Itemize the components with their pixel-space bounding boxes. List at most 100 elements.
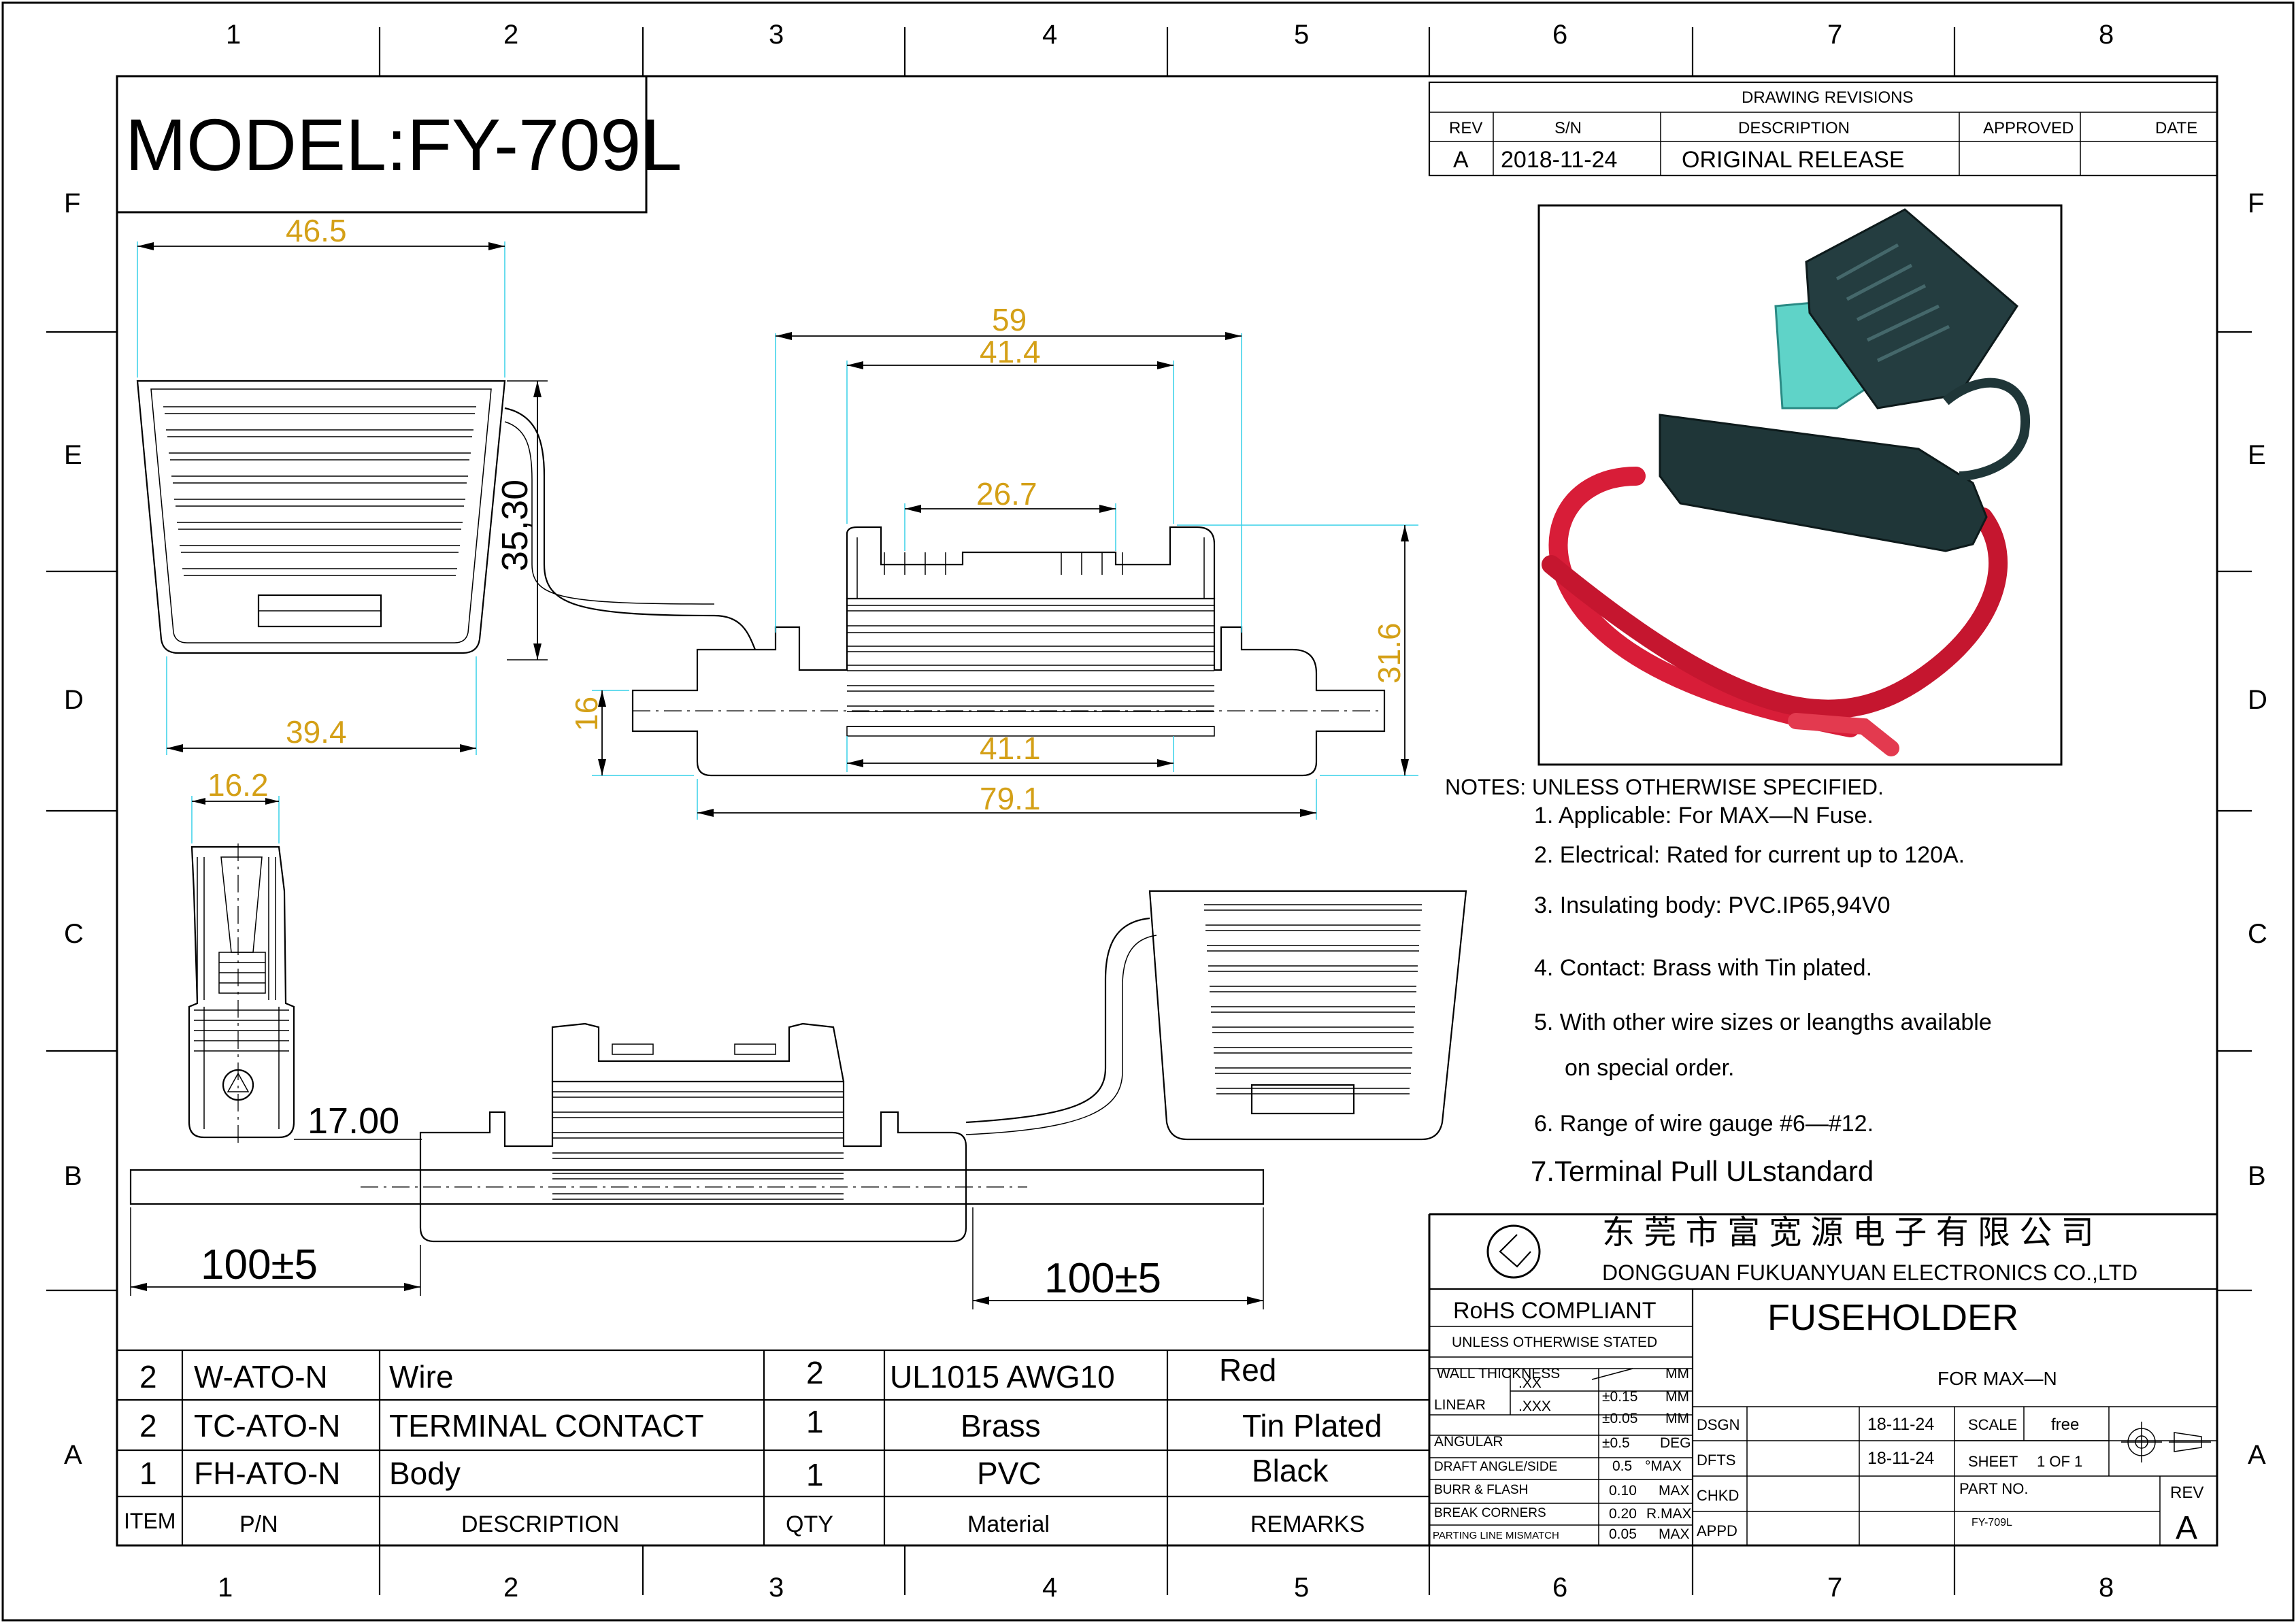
dsgn-label: DSGN (1697, 1416, 1740, 1433)
zone-col-5-top: 5 (1294, 20, 1309, 50)
sheet-value: 1 OF 1 (2037, 1453, 2082, 1470)
revision-heading: DRAWING REVISIONS (1742, 88, 1913, 107)
zone-col-4-bottom: 4 (1042, 1573, 1057, 1603)
burr-unit: MAX (1659, 1483, 1690, 1499)
parting-unit: MAX (1659, 1526, 1690, 1542)
tol-xxx-unit: MM (1665, 1411, 1689, 1426)
bom-row3-pn: FH-ATO-N (194, 1456, 341, 1491)
tol-angular-unit: DEG (1660, 1435, 1691, 1451)
sheet-label: SHEET (1968, 1453, 2018, 1470)
dim-wire-left: 100±5 (201, 1241, 318, 1288)
zone-col-5-bottom: 5 (1294, 1573, 1309, 1603)
rohs-label: RoHS COMPLIANT (1453, 1298, 1657, 1324)
bom-row1-pn: W-ATO-N (194, 1359, 328, 1394)
model-title: MODEL:FY-709L (125, 103, 682, 186)
note-6: 6. Range of wire gauge #6—#12. (1534, 1111, 1874, 1137)
bom-row3-item: 1 (139, 1456, 157, 1491)
zone-column-labels: 1 2 3 4 5 6 7 8 1 2 3 4 5 6 7 8 (218, 20, 2114, 1603)
scale-label: SCALE (1968, 1416, 2017, 1433)
note-4: 4. Contact: Brass with Tin plated. (1534, 955, 1872, 981)
bom-table: 2 W-ATO-N Wire 2 UL1015 AWG10 Red 2 TC-A… (117, 1349, 1429, 1545)
zone-row-b-left: B (64, 1161, 82, 1191)
bom-header-description: DESCRIPTION (461, 1511, 619, 1537)
zone-row-labels: F E D C B A F E D C B A (64, 188, 2267, 1470)
rev-row-description: ORIGINAL RELEASE (1682, 147, 1905, 173)
draft-label: DRAFT ANGLE/SIDE (1434, 1460, 1557, 1474)
bom-header-item: ITEM (124, 1509, 176, 1533)
cover-front-view (136, 380, 756, 654)
break-label: BREAK CORNERS (1434, 1506, 1546, 1520)
zone-col-6-top: 6 (1552, 20, 1567, 50)
rev-row-sn: 2018-11-24 (1501, 147, 1617, 173)
holder-body-photo (1659, 414, 1988, 552)
dim-bottom-width: 39.4 (286, 714, 347, 750)
bom-row2-pn: TC-ATO-N (194, 1408, 341, 1443)
note-2: 2. Electrical: Rated for current up to 1… (1534, 842, 1965, 868)
bom-row1-remarks: Red (1219, 1352, 1276, 1388)
tol-xx-unit: MM (1665, 1389, 1689, 1405)
dim-overall-length: 79.1 (980, 781, 1041, 816)
zone-col-2-bottom: 2 (503, 1573, 518, 1603)
rev-header-approved: APPROVED (1983, 119, 2074, 137)
bom-header-pn: P/N (239, 1511, 278, 1537)
part-no-value: FY-709L (1971, 1517, 2012, 1528)
zone-row-e-right: E (2248, 440, 2266, 470)
dfts-date: 18-11-24 (1867, 1449, 1934, 1468)
parting-value: 0.05 (1609, 1526, 1637, 1542)
body-dimensions: 59 41.4 26.7 31.6 16 41.1 79.1 (569, 302, 1418, 820)
dim-inner-top: 41.4 (980, 334, 1041, 369)
linear-xx: .XX (1518, 1375, 1542, 1391)
rev-header-description: DESCRIPTION (1738, 119, 1850, 137)
parting-label: PARTING LINE MISMATCH (1433, 1530, 1559, 1541)
zone-col-8-top: 8 (2099, 20, 2114, 50)
note-5: 5. With other wire sizes or leangths ava… (1534, 1009, 1992, 1035)
dfts-label: DFTS (1697, 1452, 1735, 1469)
holder-body-view (631, 526, 1386, 777)
dim-overall-top: 59 (992, 302, 1027, 337)
notes-heading: NOTES: UNLESS OTHERWISE SPECIFIED. (1445, 775, 1884, 799)
chkd-label: CHKD (1697, 1487, 1739, 1504)
linear-xxx: .XXX (1518, 1399, 1551, 1414)
drawing-title: FUSEHOLDER (1767, 1297, 2018, 1338)
zone-ticks (46, 27, 2252, 1595)
bom-header-remarks: REMARKS (1250, 1511, 1365, 1537)
rev-value: A (2176, 1510, 2197, 1546)
note-1: 1. Applicable: For MAX—N Fuse. (1534, 803, 1874, 829)
dsgn-date: 18-11-24 (1867, 1415, 1934, 1434)
rev-header-date: DATE (2155, 119, 2197, 137)
bom-header-material: Material (967, 1511, 1050, 1537)
bom-row1-item: 2 (139, 1359, 157, 1394)
bom-row2-remarks: Tin Plated (1242, 1408, 1382, 1443)
tol-xxx: ±0.05 (1602, 1411, 1637, 1426)
dim-slot-width: 26.7 (976, 476, 1037, 512)
projection-symbol (2121, 1422, 2211, 1462)
bom-row3-material: PVC (977, 1456, 1042, 1491)
bom-row1-qty: 2 (806, 1355, 824, 1390)
zone-row-b-right: B (2248, 1161, 2266, 1191)
bom-row1-desc: Wire (389, 1359, 454, 1394)
dim-side-width: 16.2 (207, 767, 269, 803)
note-5-continued: on special order. (1565, 1055, 1735, 1081)
rev-label: REV (2170, 1484, 2203, 1502)
zone-col-1-bottom: 1 (218, 1573, 233, 1603)
zone-row-d-right: D (2248, 685, 2267, 715)
rev-row-rev: A (1453, 147, 1469, 173)
zone-col-2-top: 2 (503, 20, 518, 50)
zone-row-c-right: C (2248, 919, 2267, 949)
unless-stated: UNLESS OTHERWISE STATED (1452, 1335, 1657, 1350)
zone-row-f-left: F (64, 188, 80, 218)
note-7: 7.Terminal Pull ULstandard (1531, 1155, 1874, 1187)
product-photo (1537, 204, 2063, 766)
dim-base-height: 16 (569, 697, 604, 731)
notes: NOTES: UNLESS OTHERWISE SPECIFIED. 1. Ap… (1445, 775, 1992, 1187)
zone-row-c-left: C (64, 919, 84, 949)
wall-thickness: WALL THICKNESS (1437, 1366, 1560, 1382)
model-title-box (116, 75, 648, 214)
linear-label: LINEAR (1434, 1397, 1486, 1413)
bom-row2-qty: 1 (806, 1404, 824, 1439)
angular-label: ANGULAR (1434, 1434, 1503, 1450)
appd-label: APPD (1697, 1522, 1737, 1539)
draft-value: 0.5 (1612, 1458, 1632, 1474)
zone-row-a-right: A (2248, 1440, 2266, 1470)
